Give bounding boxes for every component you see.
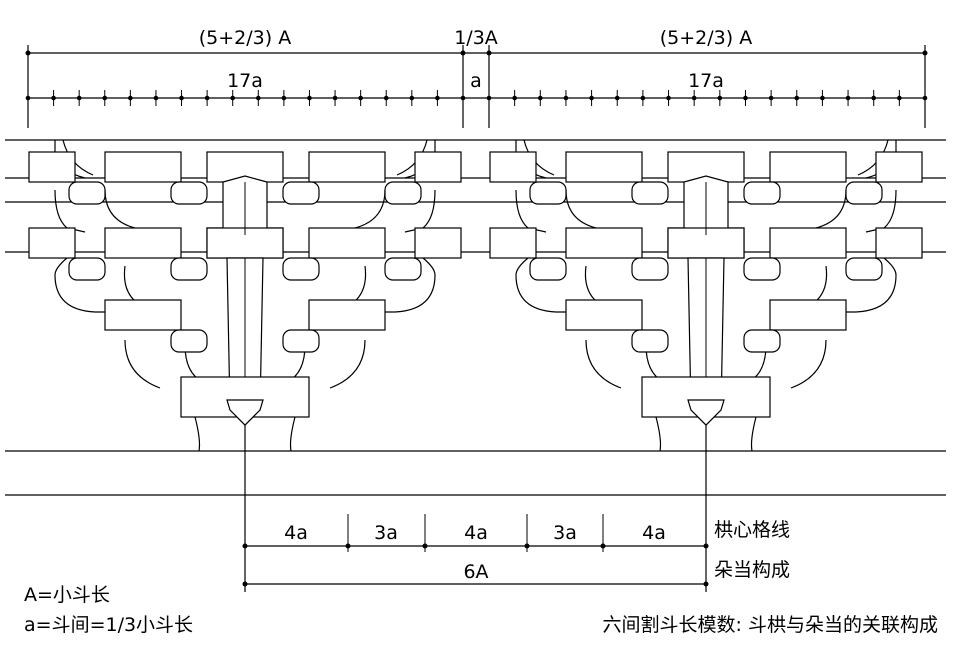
left-sub-label: 17a xyxy=(227,70,263,92)
bottom-dimension-chain xyxy=(242,425,709,592)
middle-span-label: 1/3A xyxy=(454,27,498,49)
total-span-label: 6A xyxy=(463,561,488,583)
segment-label-3: 4a xyxy=(464,522,488,544)
gongxin-grid-label: 栱心格线 xyxy=(714,519,790,541)
bracket-set-left xyxy=(28,139,462,452)
middle-sub-label: a xyxy=(470,70,482,92)
segment-label-1: 4a xyxy=(284,522,308,544)
right-span-label: (5+2/3) A xyxy=(660,27,752,49)
duodang-label: 朵当构成 xyxy=(714,559,790,581)
legend-line-2: a=斗间=1/3小斗长 xyxy=(24,614,193,636)
right-sub-label: 17a xyxy=(688,70,724,92)
segment-label-4: 3a xyxy=(553,522,577,544)
bracket-set-right xyxy=(489,139,923,452)
figure-caption: 六间割斗长模数: 斗栱与朵当的关联构成 xyxy=(603,614,938,636)
segment-label-5: 4a xyxy=(642,522,666,544)
module-tick-marks xyxy=(25,90,928,106)
left-span-label: (5+2/3) A xyxy=(199,27,291,49)
top-dimension-chain xyxy=(25,45,928,128)
segment-label-2: 3a xyxy=(374,522,398,544)
legend-line-1: A=小斗长 xyxy=(24,584,110,606)
